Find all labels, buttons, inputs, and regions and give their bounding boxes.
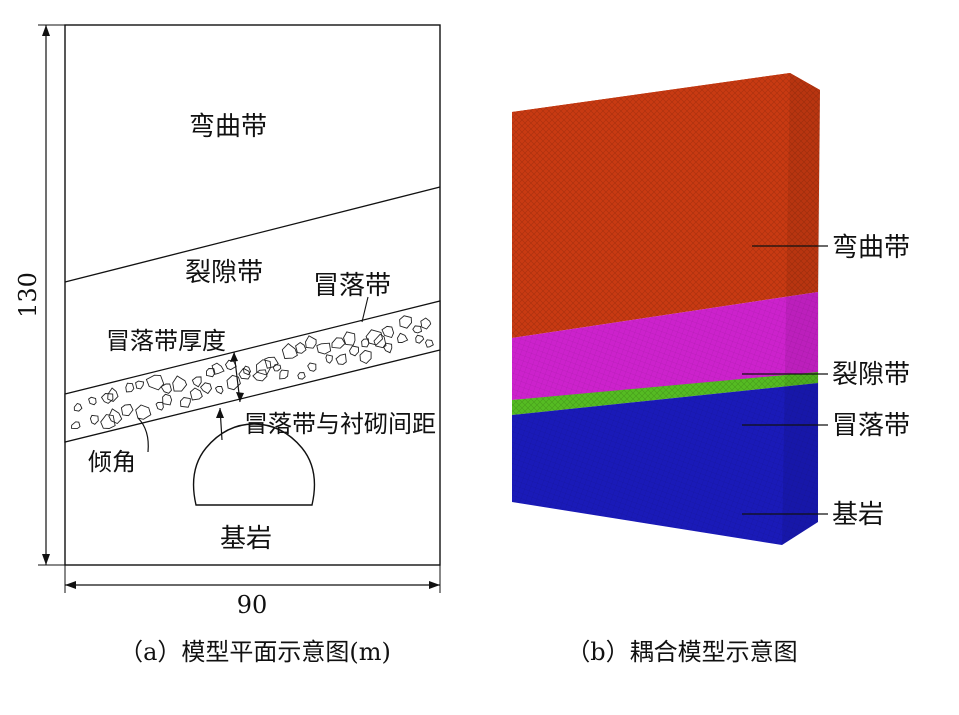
rubble-block xyxy=(297,372,306,380)
rubble-block xyxy=(191,376,202,388)
fracture-zone-callout: 裂隙带 xyxy=(832,360,910,390)
rubble-block xyxy=(381,325,395,339)
rubble-block xyxy=(89,414,99,425)
rubble-block xyxy=(135,380,145,390)
panel-a-model-plan: 弯曲带 裂隙带 冒落带 冒落带厚度 冒落带与衬砌间距 倾角 基岩 130 90 … xyxy=(14,24,441,666)
height-dimension-label: 130 xyxy=(14,272,42,318)
rubble-block xyxy=(343,331,356,346)
dip-angle-arc xyxy=(137,417,149,453)
fracture-zone-mesh xyxy=(512,292,818,400)
rubble-block xyxy=(272,364,282,372)
bending-zone-mesh xyxy=(512,73,820,338)
panel-b-coupled-model: 弯曲带 裂隙带 冒落带 基岩 （b）耦合模型示意图 xyxy=(512,73,910,666)
rubble-block xyxy=(172,375,188,392)
rubble-block xyxy=(399,315,412,329)
rubble-block xyxy=(365,329,383,346)
fracture-top-line xyxy=(64,186,441,283)
rubble-block xyxy=(206,368,216,378)
rubble-block xyxy=(349,345,359,357)
rubble-block xyxy=(397,332,409,343)
caving-zone-callout: 冒落带 xyxy=(832,411,910,441)
rubble-block xyxy=(335,353,347,365)
rubble-block xyxy=(373,333,387,349)
caving-zone-label: 冒落带 xyxy=(313,271,391,301)
rubble-block xyxy=(252,369,268,382)
width-dimension-label: 90 xyxy=(237,591,268,619)
rubble-block xyxy=(88,396,97,406)
rubble-block xyxy=(425,339,434,348)
rubble-block xyxy=(238,367,251,380)
rubble-block xyxy=(415,334,425,344)
rubble-block xyxy=(359,349,372,365)
caving-label-leader xyxy=(361,296,369,323)
rubble-block xyxy=(73,402,83,412)
rubble-block xyxy=(226,374,241,391)
rubble-block xyxy=(145,374,165,391)
rubble-block xyxy=(331,337,346,349)
rubble-block xyxy=(307,362,317,372)
rubble-block xyxy=(420,317,432,330)
bedrock-zone-callout: 基岩 xyxy=(832,500,884,530)
lining-distance-arrowhead xyxy=(216,408,224,418)
caving-thickness-arrowhead-bottom xyxy=(236,392,244,402)
rubble-block xyxy=(325,354,333,364)
model-boundary xyxy=(64,24,441,566)
rubble-block xyxy=(281,342,298,359)
rubble-block xyxy=(125,382,135,393)
rubble-block xyxy=(243,365,252,376)
rubble-block xyxy=(100,393,114,404)
rubble-block xyxy=(107,387,119,402)
rubble-block xyxy=(361,338,370,348)
caving-thickness-arrowhead xyxy=(230,352,238,362)
rubble-block xyxy=(382,342,393,354)
rubble-block xyxy=(180,397,191,408)
height-arrow-top xyxy=(42,25,50,36)
width-arrow-right xyxy=(429,581,440,589)
rubble-block xyxy=(162,393,173,406)
rubble-block xyxy=(211,362,225,375)
caving-zone-mesh xyxy=(512,372,818,415)
rubble-block xyxy=(160,383,173,394)
lining-distance-label: 冒落带与衬砌间距 xyxy=(244,410,436,438)
rubble-block xyxy=(279,369,289,380)
fracture-zone-label: 裂隙带 xyxy=(185,258,263,288)
rubble-block xyxy=(305,335,317,349)
rubble-block xyxy=(200,382,212,395)
bedrock-label: 基岩 xyxy=(220,524,272,554)
bedrock-zone-mesh xyxy=(512,383,818,545)
rubble-block xyxy=(189,387,203,401)
caving-thickness-label: 冒落带厚度 xyxy=(106,327,226,355)
rubble-block xyxy=(108,408,123,425)
tunnel-lining xyxy=(192,423,316,506)
block-right-face-shade xyxy=(782,73,820,545)
height-arrow-bottom xyxy=(42,554,50,565)
rubble-block xyxy=(120,404,134,417)
caving-rubble xyxy=(71,315,434,430)
rubble-block xyxy=(214,386,224,395)
dip-angle-label: 倾角 xyxy=(88,448,136,476)
width-arrow-left xyxy=(65,581,76,589)
rubble-block xyxy=(71,421,81,430)
rubble-block xyxy=(100,414,116,429)
bending-zone-callout: 弯曲带 xyxy=(832,233,910,263)
caving-band xyxy=(64,300,441,443)
rubble-block xyxy=(316,342,332,355)
panel-a-caption: （a）模型平面示意图(m) xyxy=(119,638,391,666)
rubble-block xyxy=(412,325,423,334)
rubble-block xyxy=(295,341,307,354)
bending-zone-label: 弯曲带 xyxy=(189,112,267,142)
panel-b-caption: （b）耦合模型示意图 xyxy=(566,638,797,666)
rubble-block xyxy=(135,404,152,420)
